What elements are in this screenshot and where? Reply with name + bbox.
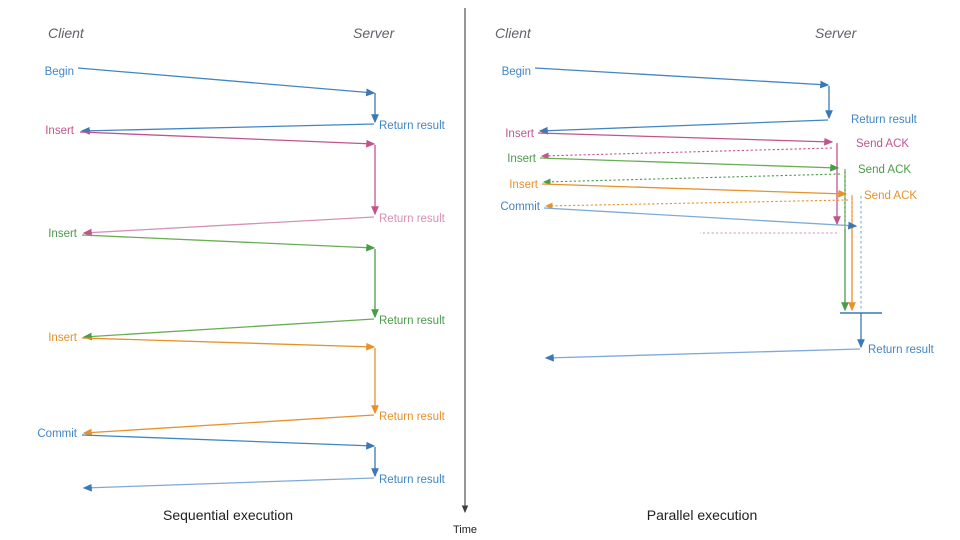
server-label-return-2: Return result	[379, 213, 446, 225]
lane-title-client-left: Client	[48, 25, 85, 41]
flow-begin	[77, 67, 379, 135]
client-label-insert-2-p: Insert	[507, 153, 537, 165]
flow-insert-3	[81, 337, 379, 437]
server-label-return-5: Return result	[379, 474, 446, 486]
lane-title-server-right: Server	[815, 25, 858, 41]
caption-sequential: Sequential execution	[163, 507, 293, 523]
lane-title-server-left: Server	[353, 25, 396, 41]
flow-insert-1-p	[537, 132, 841, 234]
panel-parallel	[534, 67, 882, 362]
client-label-insert-1-p: Insert	[505, 128, 535, 140]
client-label-begin: Begin	[45, 66, 74, 78]
panel-sequential	[77, 67, 379, 492]
lane-title-client-right: Client	[495, 25, 532, 41]
client-label-commit: Commit	[37, 428, 77, 440]
flow-insert-2	[81, 234, 379, 341]
client-label-commit-p: Commit	[500, 201, 540, 213]
client-label-begin-p: Begin	[502, 66, 531, 78]
client-label-insert-3-p: Insert	[509, 179, 539, 191]
server-label-return-1: Return result	[379, 120, 446, 132]
flow-commit	[81, 434, 379, 492]
flow-insert-3-p	[541, 183, 856, 312]
flow-insert-1	[79, 131, 379, 237]
server-label-ack-2: Send ACK	[858, 164, 911, 176]
server-label-ack-1: Send ACK	[856, 138, 909, 150]
flow-begin-p	[534, 67, 833, 135]
server-label-return-1-p: Return result	[851, 114, 918, 126]
server-label-ack-3: Send ACK	[864, 190, 917, 202]
server-label-return-4: Return result	[379, 411, 446, 423]
client-label-insert-3: Insert	[48, 332, 78, 344]
client-label-insert-1: Insert	[45, 125, 75, 137]
client-label-insert-2: Insert	[48, 228, 78, 240]
flow-commit-p	[543, 196, 882, 362]
server-label-return-2-p: Return result	[868, 344, 935, 356]
time-axis-label: Time	[453, 524, 477, 536]
caption-parallel: Parallel execution	[647, 507, 758, 523]
flow-insert-2-p	[539, 157, 849, 312]
server-label-return-3: Return result	[379, 315, 446, 327]
